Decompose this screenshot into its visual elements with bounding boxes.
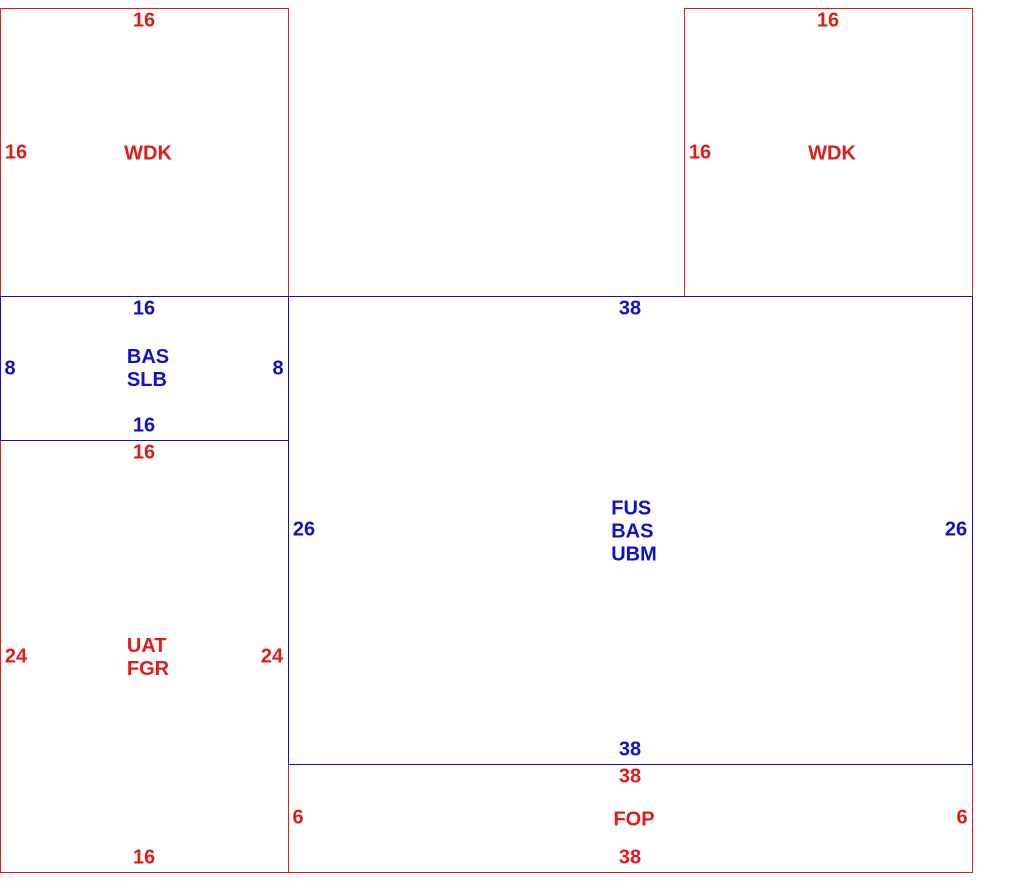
- wdk-right-top-edge: 16: [816, 9, 840, 32]
- uat-fgr-label: UAT FGR: [127, 635, 169, 681]
- uat-fgr-right-edge: 24: [260, 645, 284, 668]
- fus-bas-ubm-right-edge: 26: [944, 518, 968, 541]
- fus-bas-ubm-left-edge: 26: [292, 518, 316, 541]
- fus-bas-ubm-label-line: UBM: [611, 543, 657, 566]
- bas-slb-left-edge: 8: [4, 357, 16, 380]
- bas-slb-label-line: BAS: [126, 346, 170, 368]
- uat-fgr-label-line: FGR: [126, 658, 170, 680]
- uat-fgr-bottom-edge: 16: [132, 846, 156, 869]
- fus-bas-ubm-label: FUS BAS UBM: [611, 498, 657, 567]
- bas-slb-right-edge: 8: [272, 357, 284, 380]
- fop-label: FOP: [613, 809, 654, 832]
- wdk-left-left-edge: 16: [4, 141, 28, 164]
- bas-slb-label: BAS SLB: [127, 346, 169, 392]
- uat-fgr-left-edge: 24: [4, 645, 28, 668]
- fus-bas-ubm-bottom-edge: 38: [618, 738, 642, 761]
- bas-slb-top-edge: 16: [132, 297, 156, 320]
- fop-left-edge: 6: [292, 806, 304, 829]
- wdk-left-label-line: WDK: [124, 142, 172, 165]
- uat-fgr-top-edge: 16: [132, 441, 156, 464]
- bas-slb-label-line: SLB: [126, 369, 167, 391]
- bas-slb-bottom-edge: 16: [132, 414, 156, 437]
- fop-bottom-edge: 38: [618, 846, 642, 869]
- wdk-left-top-edge: 16: [132, 9, 156, 32]
- wdk-right-left-edge: 16: [688, 141, 712, 164]
- fop-top-edge: 38: [618, 765, 642, 788]
- fus-bas-ubm-top-edge: 38: [618, 297, 642, 320]
- uat-fgr-label-line: UAT: [126, 635, 167, 657]
- wdk-right-label-line: WDK: [808, 142, 856, 165]
- fop-label-line: FOP: [613, 808, 655, 831]
- fop-right-edge: 6: [956, 806, 968, 829]
- fus-bas-ubm-label-line: FUS: [611, 497, 652, 520]
- wdk-right-label: WDK: [808, 143, 856, 166]
- panel-fus-bas-ubm-box: [288, 296, 973, 765]
- fus-bas-ubm-label-line: BAS: [611, 520, 654, 543]
- wdk-left-label: WDK: [124, 143, 172, 166]
